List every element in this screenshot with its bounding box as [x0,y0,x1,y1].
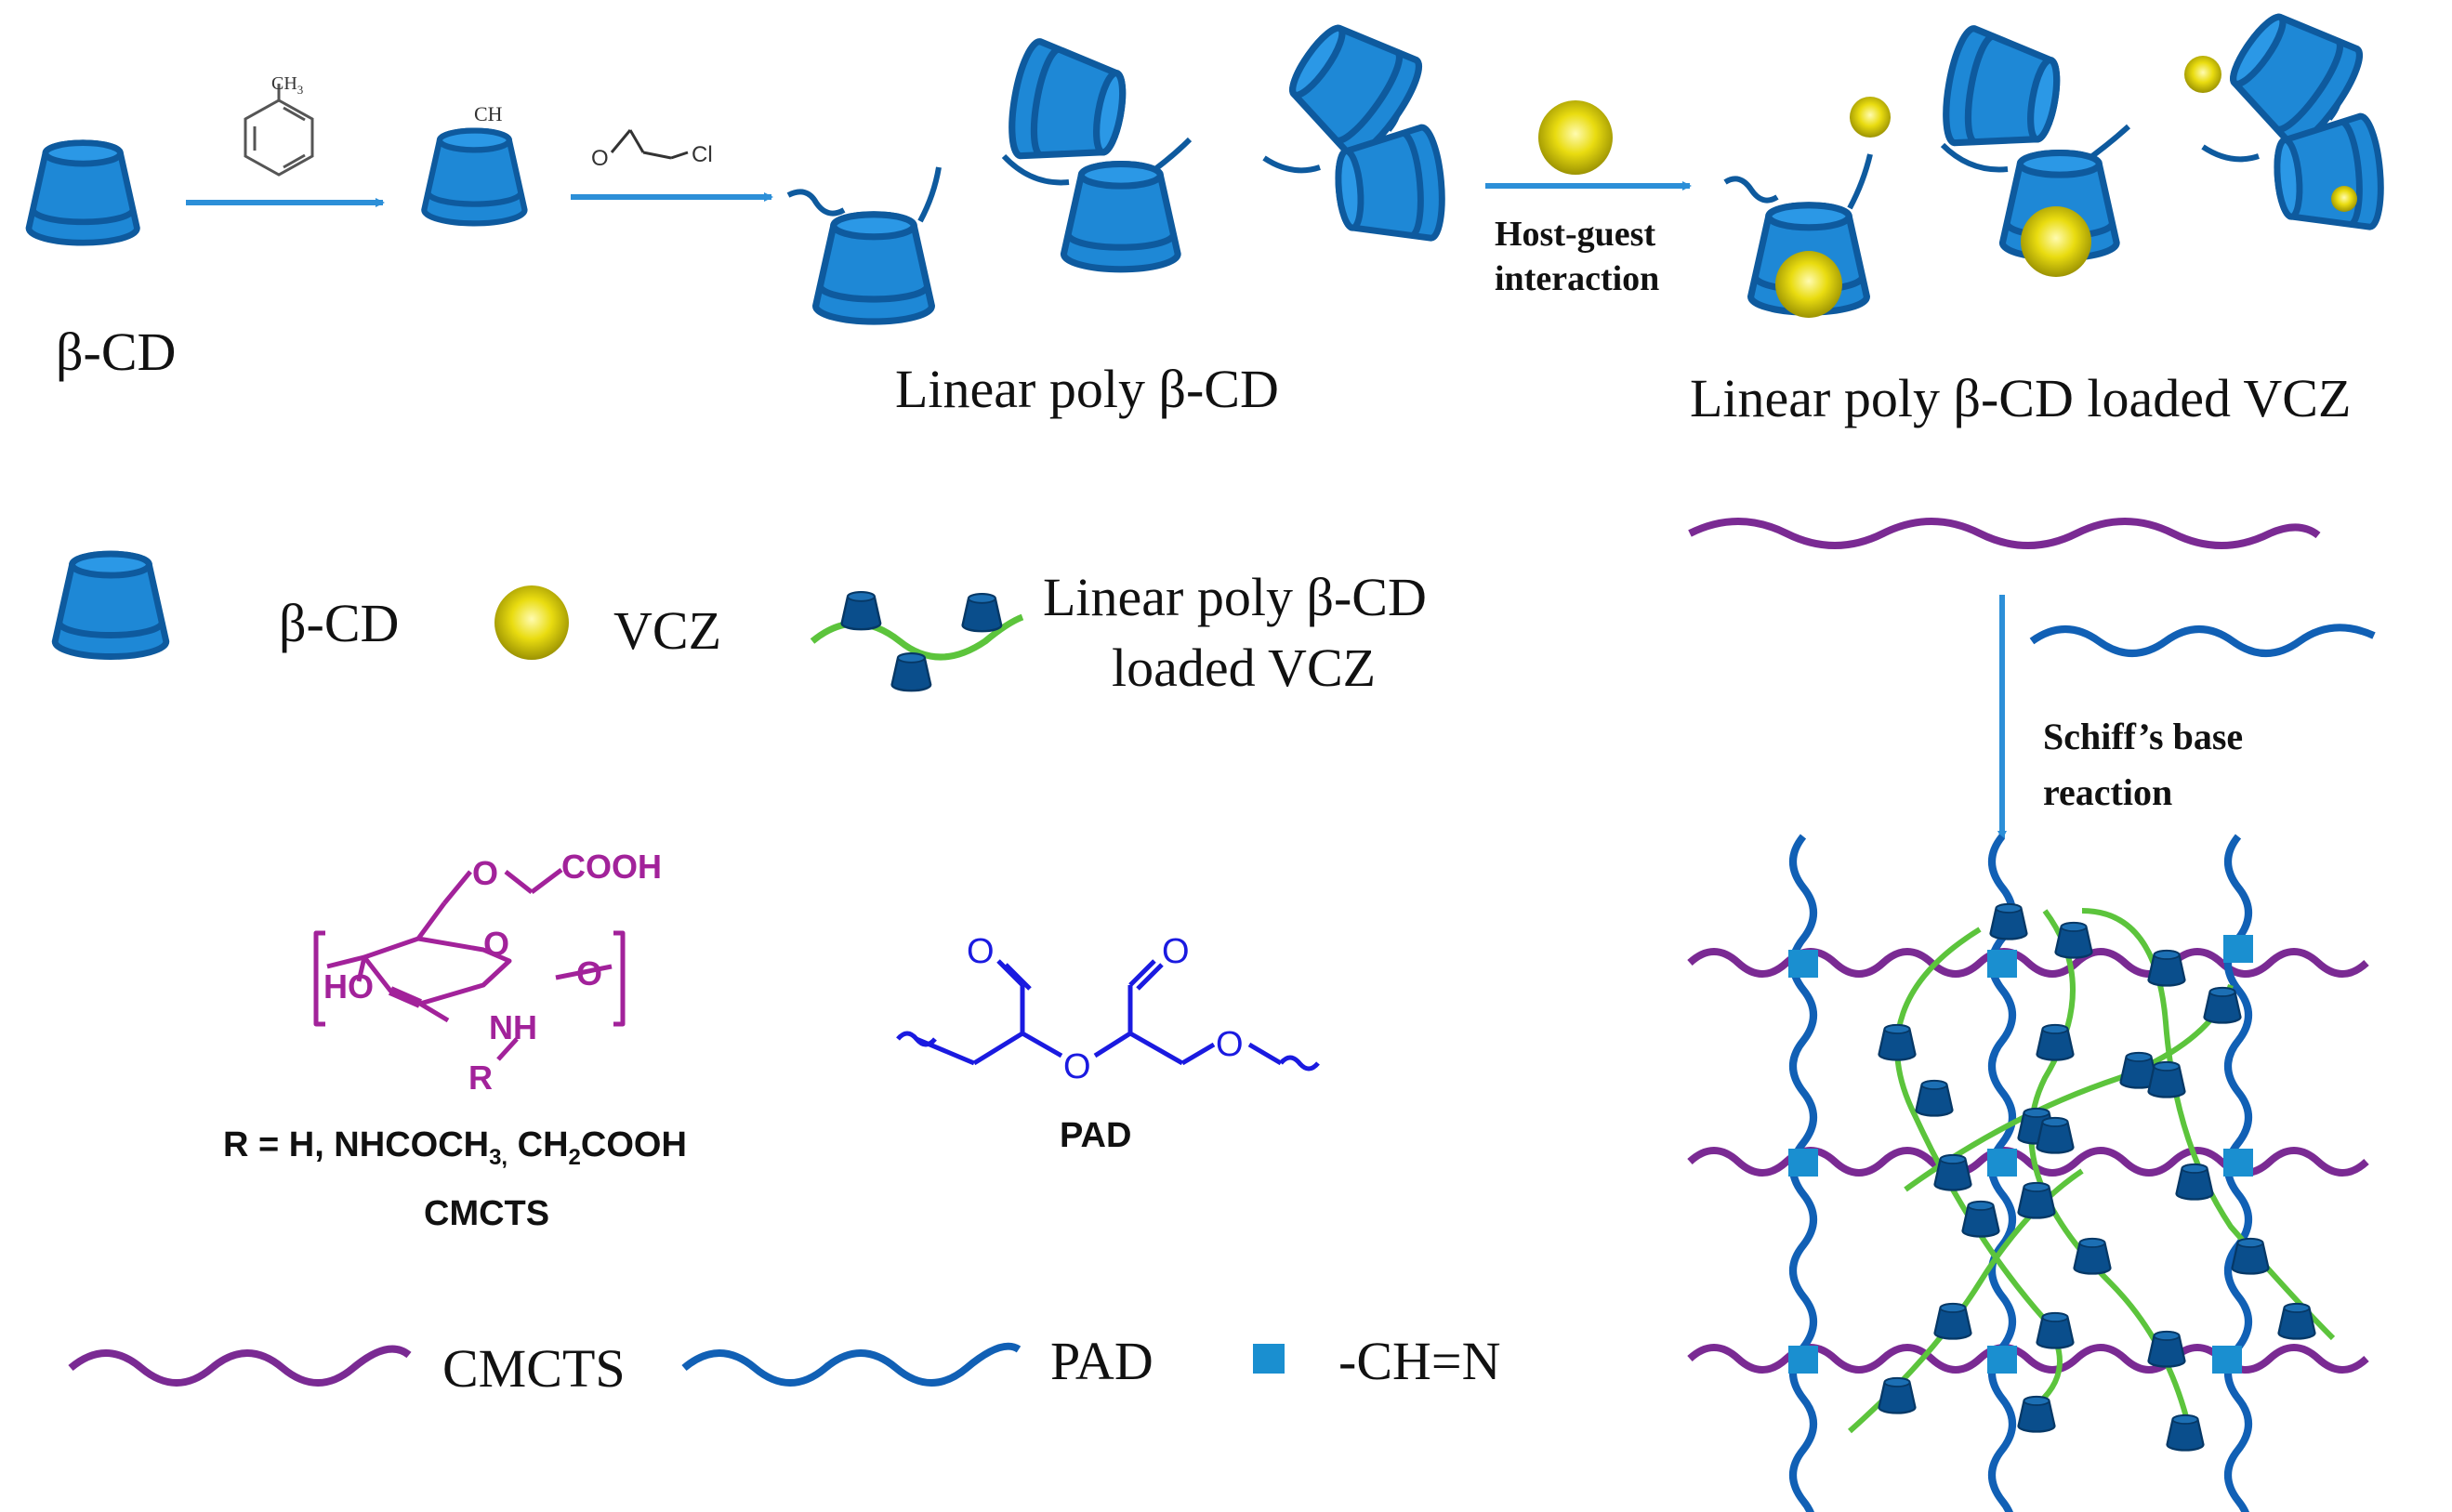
network-cd-unit [2277,1302,2316,1340]
legend-beta-cd-label: β-CD [279,593,399,653]
poly-cd-unit-3 [1063,164,1178,270]
network-cd-unit [2166,1413,2205,1452]
network-cd-unit [2147,1060,2186,1098]
hydrogel-network [1687,834,2369,1512]
toluene-structure [244,84,314,177]
host-guest-label-1: Host-guest [1495,215,1655,254]
beta-cd-monomer [29,143,137,243]
network-cd-unit [2147,1330,2186,1368]
network-imine-square [2212,1346,2242,1374]
legend-beta-cd-icon [55,554,166,656]
pad-chain-input [2029,624,2376,657]
host-guest-label-2: interaction [1495,259,1659,298]
legend-vcz-icon [494,585,569,660]
network-imine-square [2223,1149,2253,1177]
network-cd-unit [2036,1116,2075,1154]
legend-pad-label: PAD [1050,1331,1153,1391]
cmcts-cooh: COOH [561,848,662,886]
schiff-label-1: Schiff’s base [2043,716,2243,757]
pad-o-4: O [1216,1025,1244,1064]
cmcts-structure [313,868,626,1061]
network-cd-unit [2231,1237,2270,1275]
pad-o-2: O [1162,932,1190,971]
network-cd-unit [2036,1023,2075,1061]
epichlorohydrin-structure [610,129,689,160]
cmcts-r-definition: R = H, NHCOCH3, CH2COOH [223,1125,687,1170]
network-cd-unit [1989,902,2028,940]
cmcts-name: CMCTS [424,1194,549,1233]
poly-cd-unit-2 [1005,39,1130,172]
legend-imine-square [1253,1344,1285,1374]
network-linker-chain [2081,908,2336,1341]
loaded-chain [1723,57,2342,210]
cmcts-chain-input [1688,518,2321,549]
legend-loaded-icon [810,591,1024,692]
network-cd-unit [1878,1376,1917,1414]
network-linker-chain [1894,927,2063,1415]
vcz-guest-ball [1538,100,1613,175]
epoxide-o: O [591,146,609,171]
network-imine-square [1987,1149,2017,1177]
network-cd-unit [1961,1200,2000,1238]
schiff-label-2: reaction [2043,771,2172,813]
loaded-cd-unit-3 [2002,153,2116,277]
network-cd-unit [2017,1181,2056,1219]
network-cd-unit [2073,1237,2112,1275]
poly-cd-unit-1 [816,215,932,322]
legend-cmcts-wave [68,1345,412,1387]
beta-cd-label: β-CD [56,322,176,382]
network-cd-unit [2036,1311,2075,1349]
network-imine-square [1788,950,1818,978]
loaded-cd-unit-5 [2273,115,2384,235]
legend-cmcts-label: CMCTS [442,1338,626,1399]
cmcts-ho: HO [323,967,374,1006]
network-linker-chain [1904,984,2234,1192]
pad-name: PAD [1060,1116,1131,1155]
pad-o-1: O [967,932,995,971]
network-cd-unit [2017,1395,2056,1433]
network-cd-unit [2147,949,2186,987]
network-cd-unit [1933,1153,1972,1191]
network-cd-unit [2203,986,2242,1024]
loaded-cd-unit-1 [1751,205,1867,318]
legend-pad-wave [681,1342,1022,1387]
network-imine-square [1788,1149,1818,1177]
network-cd-unit [2175,1163,2214,1201]
legend-vcz-label: VCZ [613,600,721,661]
beta-cd-intermediate [424,131,524,224]
linear-poly-loaded-label: Linear poly β-CD loaded VCZ [1690,368,2351,428]
linear-poly-label: Linear poly β-CD [895,359,1279,419]
cmcts-r: R [468,1058,493,1097]
network-cd-unit [1933,1302,1972,1340]
legend-imine-label: -CH=N [1338,1331,1500,1391]
network-cd-unit [1915,1079,1954,1117]
pad-o-3: O [1063,1047,1091,1086]
cmcts-o-ether: O [472,854,498,892]
network-cd-unit [2054,921,2093,959]
legend-loaded-label-2: loaded VCZ [1112,638,1376,698]
network-imine-square [1788,1346,1818,1374]
legend-loaded-label-1: Linear poly β-CD [1043,567,1427,627]
cmcts-o-ring: O [483,925,509,963]
network-imine-square [1987,1346,2017,1374]
network-cd-unit [1878,1023,1917,1061]
loaded-cd-unit-4 [2184,0,2370,153]
network-imine-square [2223,935,2253,963]
pad-structure [896,959,1320,1072]
cmcts-nh: NH [489,1008,537,1046]
network-imine-square [1987,950,2017,978]
cmcts-o-link: O [576,954,602,993]
toluene-ch3: CH3 [271,73,303,97]
attached-ch3: CH [474,102,503,125]
epichlorohydrin-cl: Cl [692,142,713,167]
loaded-cd-unit-2 [1850,26,2064,159]
